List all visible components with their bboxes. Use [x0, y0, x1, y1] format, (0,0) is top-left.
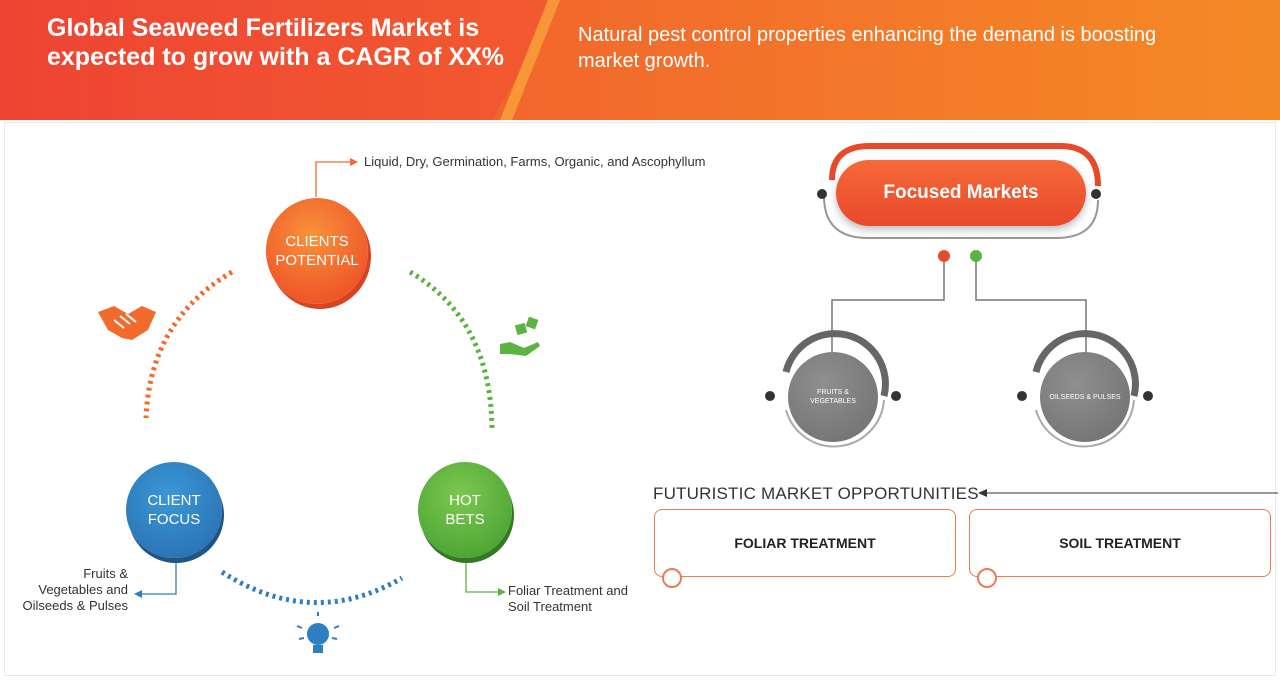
page-subtitle: Natural pest control properties enhancin…: [578, 24, 1157, 72]
hot-bets-note: Foliar Treatment and Soil Treatment: [508, 583, 628, 615]
client-focus-note-line3: Oilseeds & Pulses: [22, 598, 129, 613]
client-focus-note-line2: Vegetables and: [38, 582, 128, 597]
opportunities-title: FUTURISTIC MARKET OPPORTUNITIES: [653, 484, 979, 503]
hot-bets-line2: BETS: [445, 511, 485, 528]
fruits-vegetables-circle: FRUITS & VEGETABLES: [788, 352, 878, 442]
clients-potential-note: Liquid, Dry, Germination, Farms, Organic…: [364, 154, 706, 169]
soil-treatment-label: SOIL TREATMENT: [1059, 535, 1181, 551]
header-banner: Global Seaweed Fertilizers Market is exp…: [0, 0, 1280, 120]
client-focus-circle: CLIENT FOCUS: [126, 462, 222, 558]
clients-potential-line1: CLIENTS: [285, 233, 349, 250]
hot-bets-note-line2: Soil Treatment: [508, 599, 592, 614]
clients-potential-circle: CLIENTS POTENTIAL: [266, 198, 368, 304]
page-title: Global Seaweed Fertilizers Market is exp…: [47, 14, 504, 71]
foliar-treatment-ring: [662, 568, 682, 588]
client-focus-note: Fruits & Vegetables and Oilseeds & Pulse…: [14, 566, 129, 614]
client-focus-note-line1: Fruits &: [83, 566, 128, 581]
hot-bets-line1: HOT: [449, 492, 481, 509]
soil-treatment-box: SOIL TREATMENT: [969, 509, 1271, 577]
hot-bets-note-line1: Foliar Treatment and: [508, 583, 628, 598]
client-focus-line1: CLIENT: [147, 492, 201, 509]
content-frame: [4, 122, 1276, 676]
fruits-vegetables-line1: FRUITS &: [817, 389, 849, 396]
soil-treatment-ring: [977, 568, 997, 588]
foliar-treatment-box: FOLIAR TREATMENT: [654, 509, 956, 577]
hot-bets-circle: HOT BETS: [418, 462, 512, 558]
client-focus-line2: FOCUS: [147, 511, 201, 528]
header-title-panel: [0, 0, 560, 120]
oilseeds-pulses-circle: OILSEEDS & PULSES: [1040, 352, 1130, 442]
oilseeds-pulses-label: OILSEEDS & PULSES: [1049, 393, 1121, 401]
focused-markets-pill: Focused Markets: [836, 160, 1086, 226]
fruits-vegetables-line2: VEGETABLES: [810, 398, 856, 405]
foliar-treatment-label: FOLIAR TREATMENT: [734, 535, 876, 551]
clients-potential-line2: POTENTIAL: [275, 252, 359, 269]
